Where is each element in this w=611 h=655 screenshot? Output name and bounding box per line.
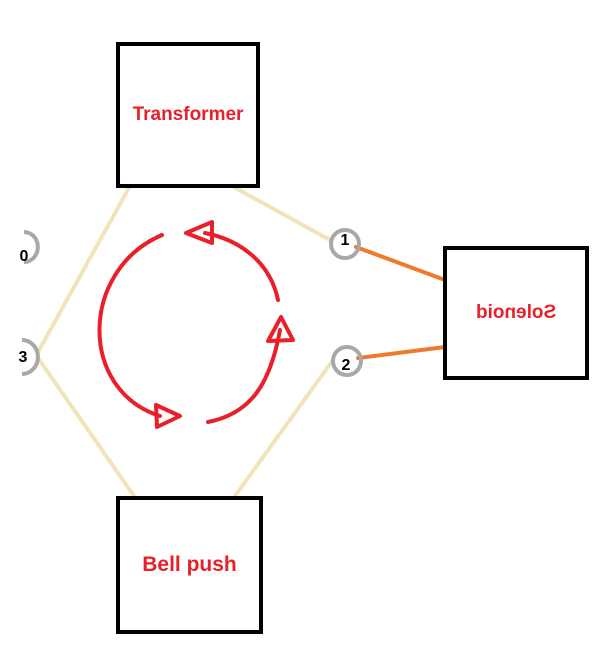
flow-arrowhead-bottom (154, 403, 182, 429)
terminal-1-ring (329, 228, 361, 260)
transformer-box: Transformer (116, 42, 260, 188)
flow-arrowhead-right (266, 315, 295, 343)
terminal-0-ring (23, 230, 40, 264)
current-flow-arrows (97, 220, 295, 429)
flow-arc-top-right (203, 231, 280, 302)
wire-transformer-to-terminal-1 (230, 184, 332, 242)
terminal-3-label: 3 (19, 349, 28, 366)
circuit-wires (36, 184, 335, 498)
terminal-0-label: 0 (20, 248, 29, 265)
wire-terminal-2-to-solenoid (356, 345, 447, 360)
terminal-2-ring (331, 345, 363, 377)
flow-arc-left (97, 233, 164, 418)
wire-terminal-1-to-solenoid (354, 245, 447, 282)
terminal-2-label: 2 (342, 357, 351, 374)
solenoid-label: Solenoid (475, 302, 557, 323)
solenoid-wires (354, 245, 447, 360)
terminal-3-ring (21, 338, 40, 376)
wire-transformer-to-terminal-3 (36, 184, 132, 354)
terminal-1-label: 1 (341, 232, 350, 249)
bell-push-label: Bell push (142, 553, 237, 576)
wire-terminal-3-to-bell-push (36, 356, 136, 498)
flow-arrowhead-top (184, 220, 214, 245)
solenoid-box: Solenoid (443, 246, 589, 380)
bell-push-box: Bell push (116, 496, 263, 634)
wire-bell-push-to-terminal-2 (233, 358, 335, 498)
terminals (21, 228, 363, 377)
transformer-label: Transformer (132, 104, 244, 125)
flow-arc-bottom-right (206, 328, 282, 424)
